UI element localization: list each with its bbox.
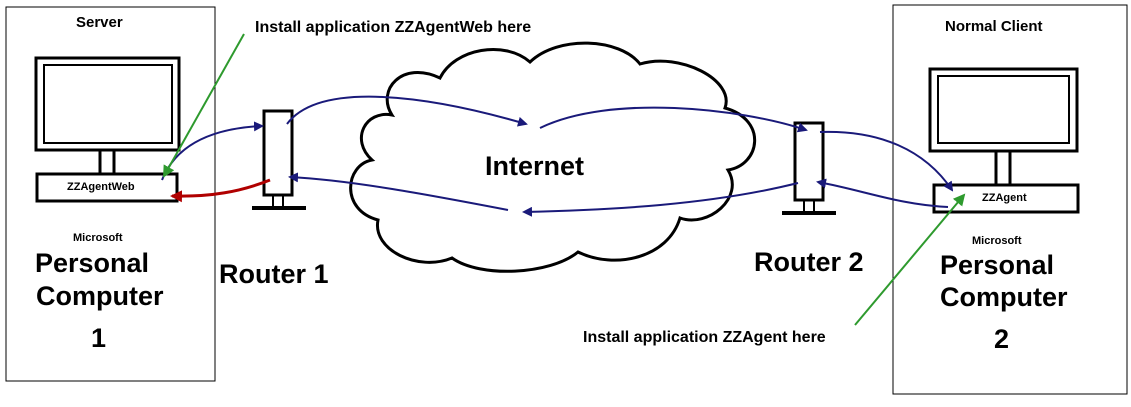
client-monitor-icon bbox=[928, 67, 1079, 187]
client-install-note: Install application ZZAgent here bbox=[583, 329, 826, 346]
path-router2-to-internet bbox=[522, 182, 799, 217]
client-brand: Microsoft bbox=[972, 235, 1022, 247]
path-internet-to-router2 bbox=[539, 106, 808, 133]
server-title: Server bbox=[76, 14, 123, 31]
internet-cloud-icon bbox=[349, 41, 757, 273]
install-pointer-server bbox=[163, 33, 245, 178]
server-app-label: ZZAgentWeb bbox=[67, 181, 135, 193]
client-name-line1: Personal bbox=[940, 250, 1055, 280]
client-title: Normal Client bbox=[945, 18, 1043, 35]
router2-label: Router 2 bbox=[754, 247, 864, 277]
install-pointer-client bbox=[854, 193, 966, 326]
router2-icon bbox=[782, 121, 836, 215]
client-number: 2 bbox=[994, 324, 1010, 354]
client-name-line2: Computer bbox=[940, 282, 1068, 312]
path-router2-to-pc2 bbox=[819, 130, 954, 192]
path-router1-to-internet bbox=[286, 95, 528, 127]
server-install-note: Install application ZZAgentWeb here bbox=[255, 19, 532, 36]
router1-label: Router 1 bbox=[219, 259, 329, 289]
server-name-line1: Personal bbox=[35, 248, 150, 278]
server-name-line2: Computer bbox=[36, 281, 164, 311]
router1-icon bbox=[252, 109, 306, 210]
server-number: 1 bbox=[91, 323, 107, 353]
client-app-label: ZZAgent bbox=[982, 192, 1027, 204]
path-pc2-to-router2 bbox=[816, 178, 949, 208]
internet-label: Internet bbox=[485, 151, 585, 181]
path-router1-to-pc1 bbox=[170, 178, 271, 203]
server-cpu-box bbox=[35, 172, 179, 203]
path-internet-to-router1 bbox=[288, 172, 509, 211]
server-brand: Microsoft bbox=[73, 232, 123, 244]
